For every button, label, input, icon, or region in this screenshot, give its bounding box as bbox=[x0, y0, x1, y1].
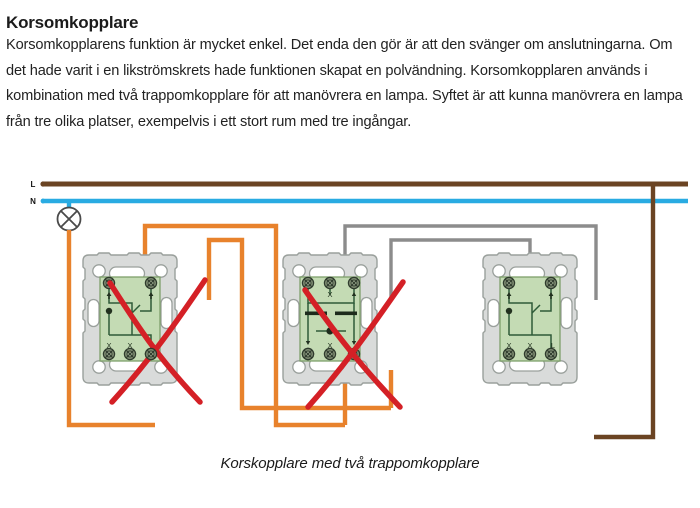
terminal-2-top-left[interactable] bbox=[301, 276, 315, 290]
svg-text:L: L bbox=[551, 341, 555, 350]
svg-text:X: X bbox=[327, 290, 332, 299]
terminal-2-top-mid[interactable] bbox=[323, 276, 337, 290]
live-label: L bbox=[31, 180, 36, 189]
body-paragraph: Korsomkopplarens funktion är mycket enke… bbox=[6, 37, 683, 130]
live-bus-wire bbox=[40, 181, 688, 187]
svg-text:X: X bbox=[527, 341, 532, 350]
traveller-orange-b bbox=[206, 237, 391, 411]
terminal-3-top-right[interactable] bbox=[544, 276, 558, 290]
switch-module-2[interactable]: XX bbox=[282, 252, 378, 386]
figure-caption: Korskopplare med två trappomkopplare bbox=[220, 455, 480, 472]
cross-out-mark-2 bbox=[302, 279, 406, 410]
live-drop-wire bbox=[594, 184, 656, 440]
page-title: Korsomkopplare bbox=[6, 13, 139, 33]
lamp-switched-wire bbox=[66, 230, 155, 428]
terminal-3-top-left[interactable] bbox=[502, 276, 516, 290]
wiring-diagram: L N bbox=[0, 170, 700, 460]
terminal-3-bot-mid[interactable] bbox=[523, 347, 537, 361]
neutral-label: N bbox=[30, 197, 36, 206]
terminal-1-bot-left[interactable] bbox=[102, 347, 116, 361]
svg-text:X: X bbox=[127, 341, 132, 350]
terminal-1-top-right[interactable] bbox=[144, 276, 158, 290]
lamp-symbol bbox=[56, 201, 82, 232]
terminal-2-top-right[interactable] bbox=[347, 276, 361, 290]
svg-text:X: X bbox=[506, 341, 511, 350]
terminal-marks-2: XX bbox=[327, 290, 332, 350]
terminal-arrows-1 bbox=[106, 292, 154, 299]
terminal-3-bot-right[interactable] bbox=[544, 347, 558, 361]
traveller-orange-a bbox=[142, 223, 345, 428]
svg-text:X: X bbox=[327, 341, 332, 350]
common-dot-1 bbox=[105, 307, 113, 315]
common-dot-3 bbox=[505, 307, 513, 315]
terminal-1-bot-mid[interactable] bbox=[123, 347, 137, 361]
terminal-3-bot-left[interactable] bbox=[502, 347, 516, 361]
svg-text:X: X bbox=[106, 341, 111, 350]
terminal-2-bot-mid[interactable] bbox=[323, 347, 337, 361]
neutral-bus-wire bbox=[40, 198, 688, 204]
terminal-arrows-3 bbox=[506, 292, 554, 299]
cross-out-mark-1 bbox=[107, 277, 208, 405]
